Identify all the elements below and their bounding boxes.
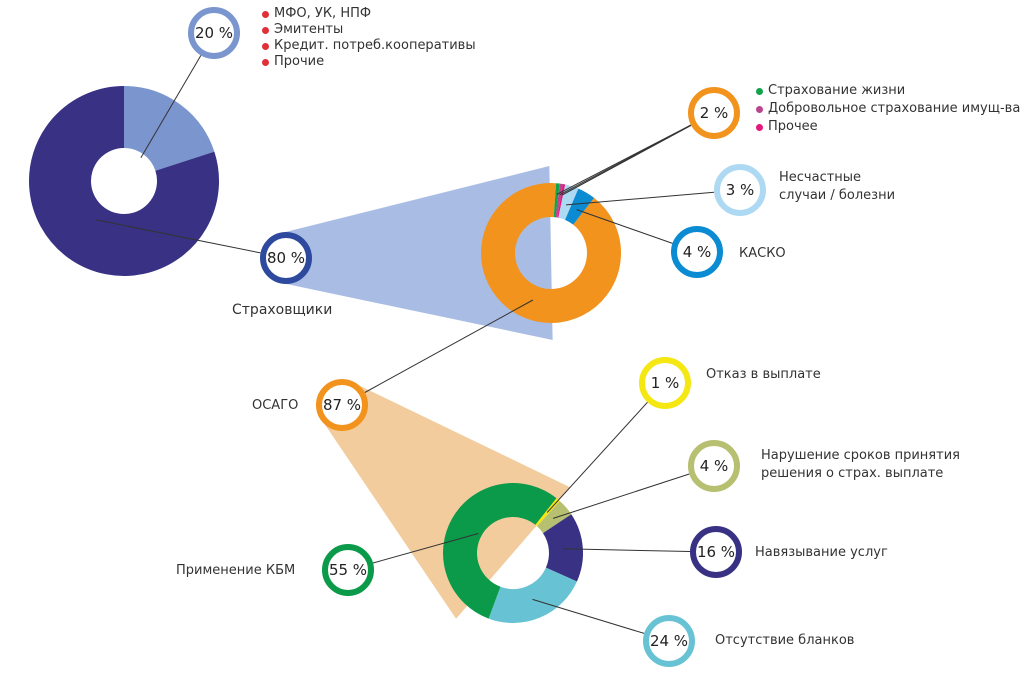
legend-label: Эмитенты bbox=[274, 22, 344, 37]
slice-insurers bbox=[29, 86, 219, 276]
badge-ring-blanks bbox=[643, 615, 695, 667]
badge-ring-deadline bbox=[688, 440, 740, 492]
badge-ring-market-other bbox=[188, 7, 240, 59]
leader-line-osago bbox=[364, 299, 534, 393]
slice-deadline bbox=[536, 500, 572, 534]
leader-line-refusal bbox=[546, 401, 648, 513]
slice-refusal bbox=[535, 498, 560, 527]
pct-label-blanks: 24 % bbox=[650, 632, 688, 650]
legend-dot-misc bbox=[756, 123, 763, 131]
legend-dot bbox=[262, 42, 269, 50]
badge-ring-imposed bbox=[690, 526, 742, 578]
legend-label: Добровольное страхование имущ-ва bbox=[768, 101, 1021, 116]
legend-label: Прочие bbox=[274, 54, 325, 69]
legend-other-market: МФО, УК, НПФ Эмитенты Кредит. потреб.коо… bbox=[262, 6, 476, 70]
badge-ring-accidents bbox=[714, 164, 766, 216]
legend-item: Добровольное страхование имущ-ва bbox=[756, 100, 1020, 118]
badge-ring-refusal bbox=[639, 357, 691, 409]
legend-dot bbox=[262, 26, 269, 34]
leader-line-accidents bbox=[565, 191, 715, 206]
pct-label-kbm: 55 % bbox=[329, 561, 367, 579]
badge-ring-insurers bbox=[260, 232, 312, 284]
legend-label: МФО, УК, НПФ bbox=[274, 6, 372, 21]
label-accidents-line2: случаи / болезни bbox=[779, 188, 896, 203]
legend-item: Страхование жизни bbox=[756, 82, 1020, 100]
legend-item: Прочие bbox=[262, 54, 476, 70]
leader-line-misc bbox=[561, 124, 692, 196]
pct-label-refusal: 1 % bbox=[651, 374, 680, 392]
slice-kbm bbox=[443, 483, 557, 619]
legend-item: Прочее bbox=[756, 118, 1020, 136]
funnel-insurers bbox=[285, 166, 553, 340]
slice-other bbox=[122, 86, 215, 173]
label-deadline: Нарушение сроков принятия решения о стра… bbox=[761, 447, 960, 483]
pct-label-group-small: 2 % bbox=[700, 104, 729, 122]
leader-line-deadline bbox=[552, 473, 690, 519]
pct-label-market-other: 20 % bbox=[195, 24, 233, 42]
legend-insurers-small: Страхование жизни Добровольное страхован… bbox=[756, 82, 1020, 136]
label-imposed: Навязывание услуг bbox=[755, 545, 888, 560]
label-deadline-line1: Нарушение сроков принятия bbox=[761, 448, 960, 463]
badge-ring-group-small bbox=[688, 87, 740, 139]
leader-line-kbm bbox=[372, 533, 479, 564]
legend-item: МФО, УК, НПФ bbox=[262, 6, 476, 22]
legend-dot-property bbox=[756, 105, 763, 113]
leader-line-imposed bbox=[563, 548, 691, 552]
leader-line-insurers bbox=[95, 219, 261, 254]
legend-dot bbox=[262, 10, 269, 18]
pct-label-insurers: 80 % bbox=[267, 249, 305, 267]
label-kbm: Применение КБМ bbox=[176, 563, 296, 578]
legend-item: Кредит. потреб.кооперативы bbox=[262, 38, 476, 54]
slice-blanks bbox=[488, 566, 577, 623]
leader-line-kasko bbox=[576, 209, 673, 244]
label-refusal: Отказ в выплате bbox=[706, 367, 821, 382]
legend-label: Страхование жизни bbox=[768, 83, 906, 98]
slice-osago bbox=[481, 183, 621, 323]
label-blanks: Отсутствие бланков bbox=[715, 633, 855, 648]
label-accidents-line1: Несчастные bbox=[779, 170, 862, 185]
pct-label-deadline: 4 % bbox=[700, 457, 729, 475]
pct-label-accidents: 3 % bbox=[726, 181, 755, 199]
legend-dot-life bbox=[756, 87, 763, 95]
leader-line-market-other bbox=[140, 55, 202, 158]
pct-label-imposed: 16 % bbox=[697, 543, 735, 561]
badge-ring-osago bbox=[316, 379, 368, 431]
slice-accidents bbox=[557, 184, 579, 221]
legend-label: Прочее bbox=[768, 119, 818, 134]
pct-label-kasko: 4 % bbox=[683, 243, 712, 261]
funnel-osago bbox=[324, 385, 570, 619]
pct-label-osago: 87 % bbox=[323, 396, 361, 414]
legend-item: Эмитенты bbox=[262, 22, 476, 38]
leader-line-blanks bbox=[532, 598, 645, 634]
label-kasko: КАСКО bbox=[739, 246, 786, 261]
label-deadline-line2: решения о страх. выплате bbox=[761, 466, 944, 481]
label-insurers: Страховщики bbox=[232, 302, 333, 318]
badge-ring-kasko bbox=[671, 226, 723, 278]
badge-ring-kbm bbox=[322, 544, 374, 596]
label-accidents: Несчастные случаи / болезни bbox=[779, 169, 895, 205]
label-osago: ОСАГО bbox=[252, 398, 299, 413]
legend-dot bbox=[262, 58, 269, 66]
legend-label: Кредит. потреб.кооперативы bbox=[274, 38, 476, 53]
